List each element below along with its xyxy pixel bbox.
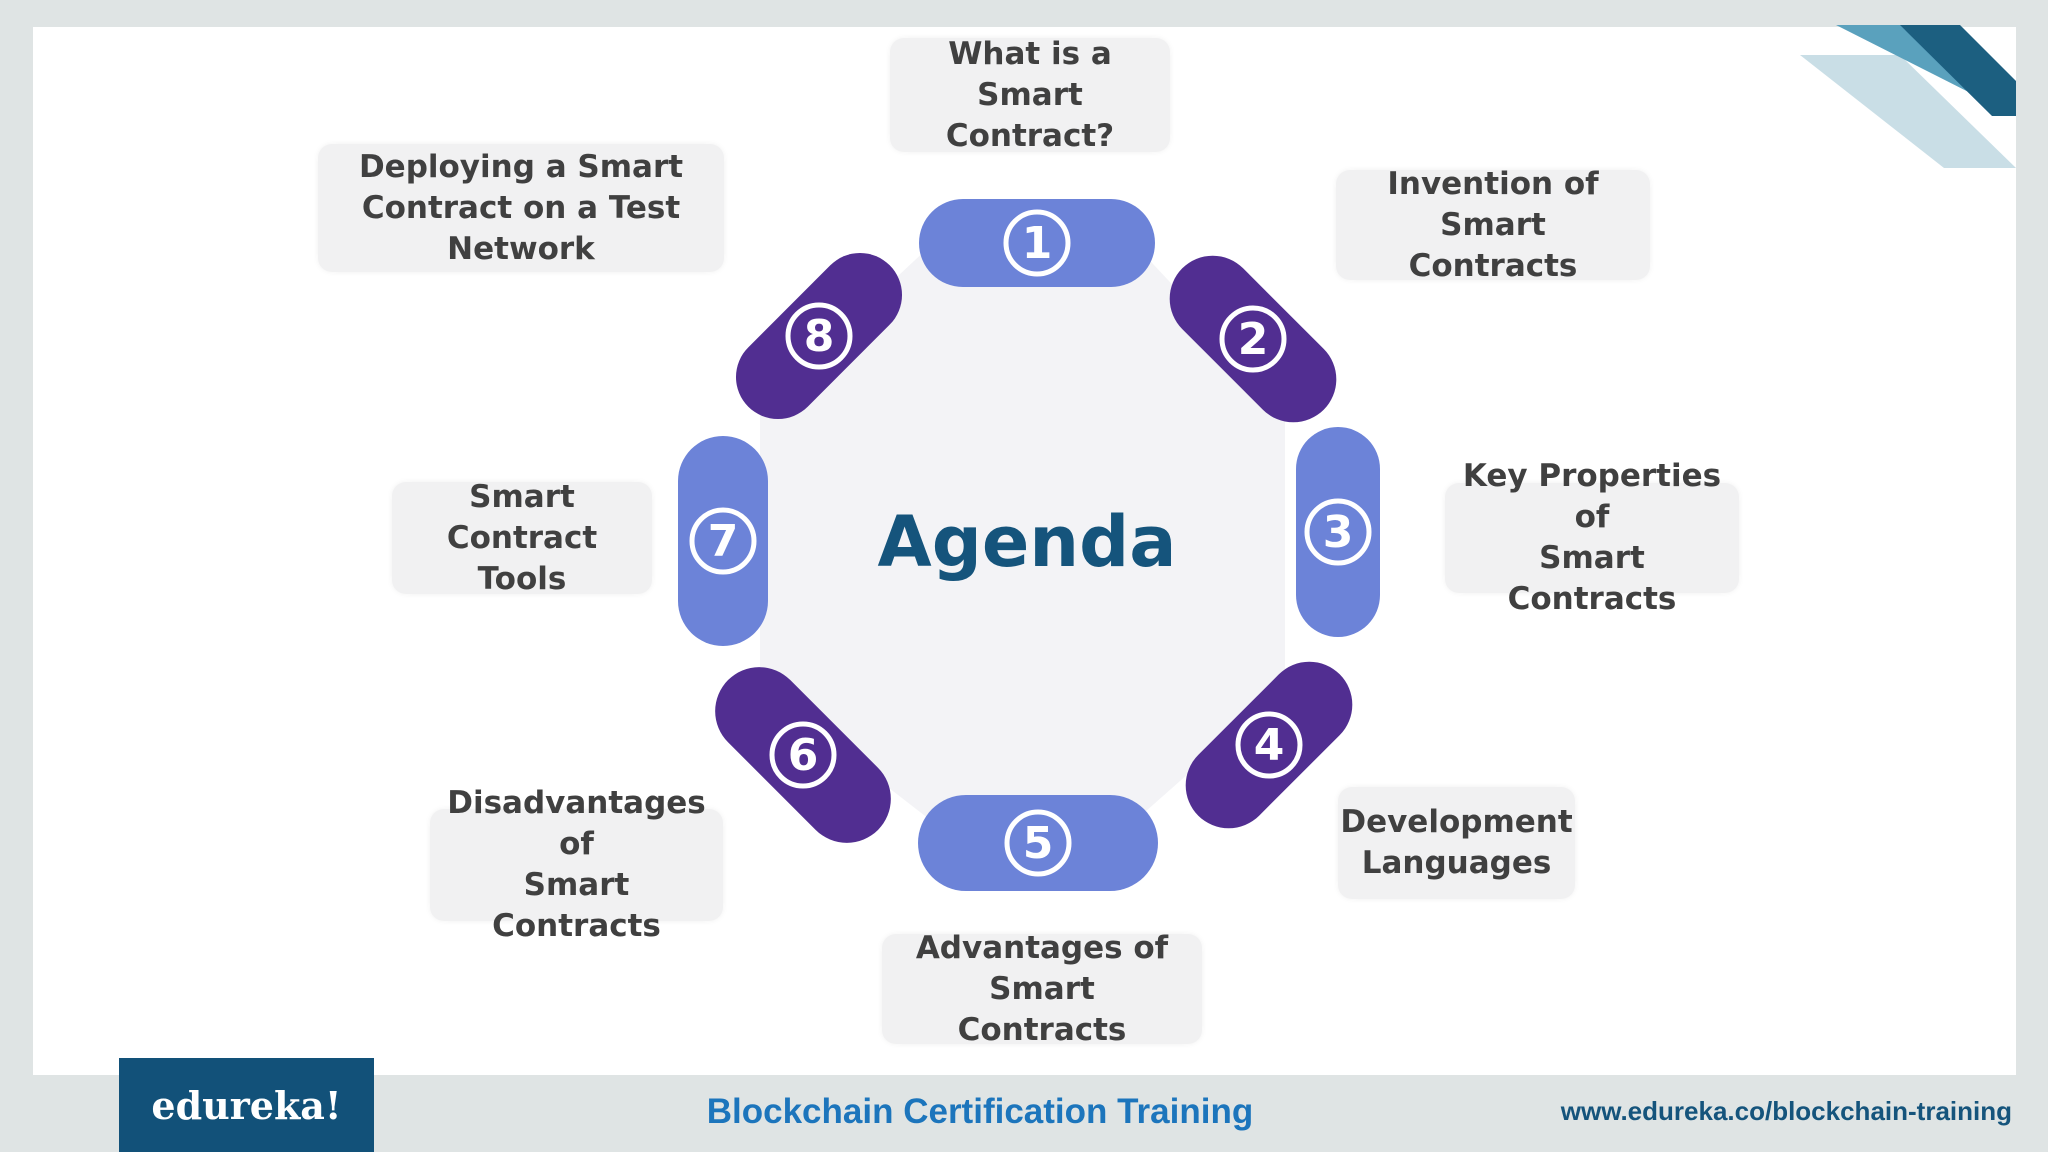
site-url-link[interactable]: www.edureka.co/blockchain-training xyxy=(1560,1096,2012,1126)
agenda-step-5 xyxy=(918,795,1158,891)
number-circle-icon xyxy=(785,302,853,370)
agenda-topic-8: Deploying a Smart Contract on a Test Net… xyxy=(318,144,724,272)
course-title: Blockchain Certification Training xyxy=(706,1092,1254,1131)
agenda-topic-3: Key Properties of Smart Contracts xyxy=(1445,458,1739,617)
number-circle-icon xyxy=(769,721,837,789)
step-number-badge: 7 xyxy=(689,507,757,575)
step-number-badge: 6 xyxy=(769,721,837,789)
step-number: 2 xyxy=(1238,314,1269,365)
step-pill xyxy=(735,252,903,420)
step-number-badge: 3 xyxy=(1304,498,1372,566)
step-number: 8 xyxy=(804,311,835,362)
number-circle-icon xyxy=(1003,209,1071,277)
step-number-badge: 5 xyxy=(1004,809,1072,877)
agenda-step-7 xyxy=(678,436,768,646)
step-number-badge: 2 xyxy=(1219,305,1287,373)
step-pill xyxy=(1169,255,1337,423)
center-octagon xyxy=(760,218,1285,843)
agenda-step-4 xyxy=(1185,661,1353,829)
agenda-topic-6: Disadvantages of Smart Contracts xyxy=(430,785,723,944)
step-number: 3 xyxy=(1323,507,1354,558)
step-pill xyxy=(1185,661,1353,829)
agenda-topic-2: Invention of Smart Contracts xyxy=(1336,166,1650,284)
agenda-topic-1: What is a Smart Contract? xyxy=(890,36,1170,154)
agenda-topic-4: Development Languages xyxy=(1338,787,1575,899)
edureka-logo[interactable]: edureka! xyxy=(119,1058,374,1152)
corner-ribbon-light xyxy=(1800,55,2016,168)
number-circle-icon xyxy=(689,507,757,575)
agenda-step-2 xyxy=(1169,255,1337,423)
step-number-badge: 4 xyxy=(1235,711,1303,779)
agenda-topic-7: Smart Contract Tools xyxy=(392,479,652,597)
step-pill xyxy=(918,795,1158,891)
agenda-title: Agenda xyxy=(878,501,1177,583)
step-number-badge: 8 xyxy=(785,302,853,370)
corner-ribbon-dark xyxy=(1900,25,2016,116)
number-circle-icon xyxy=(1219,305,1287,373)
number-circle-icon xyxy=(1004,809,1072,877)
agenda-step-1 xyxy=(919,199,1155,287)
number-circle-icon xyxy=(1304,498,1372,566)
step-number: 6 xyxy=(788,730,819,781)
step-pill xyxy=(1296,427,1380,637)
step-pill xyxy=(678,436,768,646)
step-number: 7 xyxy=(708,516,739,567)
step-pill xyxy=(919,199,1155,287)
agenda-step-8 xyxy=(735,252,903,420)
step-number: 4 xyxy=(1254,720,1285,771)
pill-group: 1 2 3 4 5 6 7 8 xyxy=(678,199,1380,891)
step-number-badge: 1 xyxy=(1003,209,1071,277)
number-circle-icon xyxy=(1235,711,1303,779)
corner-decoration xyxy=(1800,25,2016,168)
step-number: 1 xyxy=(1022,218,1053,269)
agenda-topic-5: Advantages of Smart Contracts xyxy=(882,930,1202,1048)
step-number: 5 xyxy=(1023,818,1054,869)
agenda-step-3 xyxy=(1296,427,1380,637)
logo-text: edureka! xyxy=(151,1082,342,1128)
